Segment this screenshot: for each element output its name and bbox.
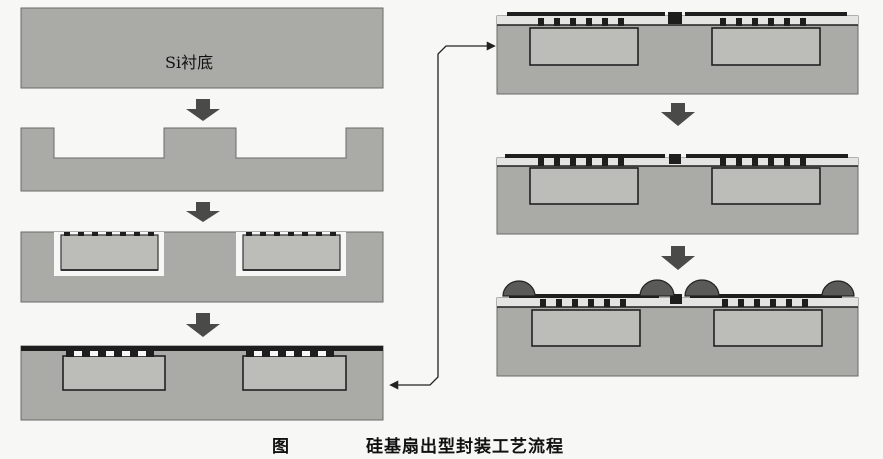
step-5-metal-patterning xyxy=(496,12,859,95)
die-chip xyxy=(529,27,639,66)
solder-bump xyxy=(821,280,855,297)
connector-arrow xyxy=(389,41,496,390)
flow-arrow-down xyxy=(661,103,695,126)
step-3-die-placement xyxy=(20,231,384,303)
die-chip xyxy=(242,234,341,271)
flow-arrow-down xyxy=(186,202,220,222)
figure-label: 图 xyxy=(272,437,289,457)
die-chip xyxy=(711,27,821,66)
die-chip xyxy=(711,167,821,205)
step-1-si-substrate: Si衬底 xyxy=(20,7,384,89)
si-substrate-label: Si衬底 xyxy=(165,53,213,72)
step-7-solder-bumping xyxy=(496,279,859,377)
die-chip xyxy=(60,234,159,271)
step-4-rdl-dielectric xyxy=(20,345,384,421)
figure-title: 硅基扇出型封装工艺流程 xyxy=(366,437,564,457)
flow-arrow-down xyxy=(186,99,220,121)
flow-arrow-down xyxy=(186,313,220,337)
step-2-cavity-etch xyxy=(20,127,384,192)
solder-bump xyxy=(502,280,536,297)
die-chip xyxy=(531,309,641,347)
die-chip xyxy=(242,355,347,391)
die-chip xyxy=(713,309,823,347)
flow-arrow-down xyxy=(661,246,695,270)
step-6-passivation xyxy=(496,154,859,235)
die-chip xyxy=(529,167,639,205)
solder-bump xyxy=(639,279,675,297)
solder-bump xyxy=(684,279,720,297)
die-chip xyxy=(62,355,166,391)
